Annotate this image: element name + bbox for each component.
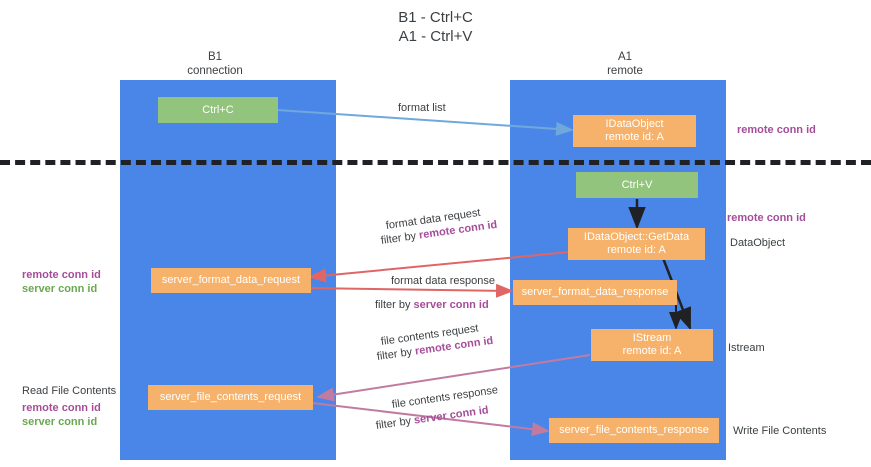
annotation-left-read-file-contents: Read File Contents xyxy=(22,385,117,397)
node-ctrl-c[interactable]: Ctrl+C xyxy=(158,97,278,123)
edge-filter-prefix: filter by xyxy=(375,414,415,432)
node-server-format-data-request[interactable]: server_format_data_request xyxy=(151,268,311,293)
edge-label-format-data-response-line2: filter by server conn id xyxy=(375,298,489,313)
annotation-right-istream: Istream xyxy=(728,342,765,354)
node-ctrl-v-label: Ctrl+V xyxy=(621,178,653,191)
lane-header-b1-line2: connection xyxy=(187,65,243,77)
node-server-format-data-response-label: server_format_data_response xyxy=(521,286,669,298)
node-getdata[interactable]: IDataObject::GetData remote id: A xyxy=(568,228,705,260)
phase-divider xyxy=(0,160,871,165)
node-getdata-line1: IDataObject::GetData xyxy=(583,231,690,243)
node-istream-line2: remote id: A xyxy=(622,345,682,357)
node-server-file-contents-response[interactable]: server_file_contents_response xyxy=(549,418,719,443)
node-getdata-line2: remote id: A xyxy=(607,244,666,256)
node-server-file-contents-request[interactable]: server_file_contents_request xyxy=(148,385,313,410)
node-server-format-data-request-label: server_format_data_request xyxy=(161,274,301,286)
node-ctrl-v[interactable]: Ctrl+V xyxy=(576,172,698,198)
lane-header-b1-line1: B1 xyxy=(207,51,223,63)
edge-filter-prefix: filter by xyxy=(375,299,414,311)
annotation-right-dataobject: DataObject xyxy=(730,237,786,249)
annotation-left-bottom-server-conn-id: server conn id xyxy=(22,416,98,428)
page-title-line1: B1 - Ctrl+C xyxy=(398,9,473,26)
lane-header-a1-line2: remote xyxy=(607,65,643,77)
node-server-file-contents-request-label: server_file_contents_request xyxy=(159,391,302,403)
node-ctrl-c-label: Ctrl+C xyxy=(202,103,234,116)
edge-label-format-data-response-line1: format data response xyxy=(391,275,495,287)
annotation-left-remote-conn-id: remote conn id xyxy=(22,269,101,281)
annotation-right-getdata-remote-conn-id: remote conn id xyxy=(727,212,806,224)
annotation-right-top-remote-conn-id: remote conn id xyxy=(737,124,816,136)
node-server-format-data-response[interactable]: server_format_data_response xyxy=(513,280,677,305)
edge-label-format-list: format list xyxy=(398,102,446,114)
annotation-left-bottom-remote-conn-id: remote conn id xyxy=(22,402,101,414)
page-title-line2: A1 - Ctrl+V xyxy=(398,28,473,45)
annotation-right-write-file-contents: Write File Contents xyxy=(733,425,827,437)
lane-header-a1-line1: A1 xyxy=(617,51,633,63)
node-server-file-contents-response-label: server_file_contents_response xyxy=(559,424,709,436)
node-istream[interactable]: IStream remote id: A xyxy=(591,329,713,361)
node-idataobject-line1: IDataObject xyxy=(605,118,664,130)
node-idataobject[interactable]: IDataObject remote id: A xyxy=(573,115,696,147)
edge-filter-prefix: filter by xyxy=(376,345,416,363)
node-idataobject-line2: remote id: A xyxy=(605,131,664,143)
edge-filter-prefix: filter by xyxy=(380,229,420,247)
edge-filter-key: server conn id xyxy=(413,299,489,311)
node-istream-line1: IStream xyxy=(632,332,672,344)
annotation-left-server-conn-id: server conn id xyxy=(22,283,98,295)
